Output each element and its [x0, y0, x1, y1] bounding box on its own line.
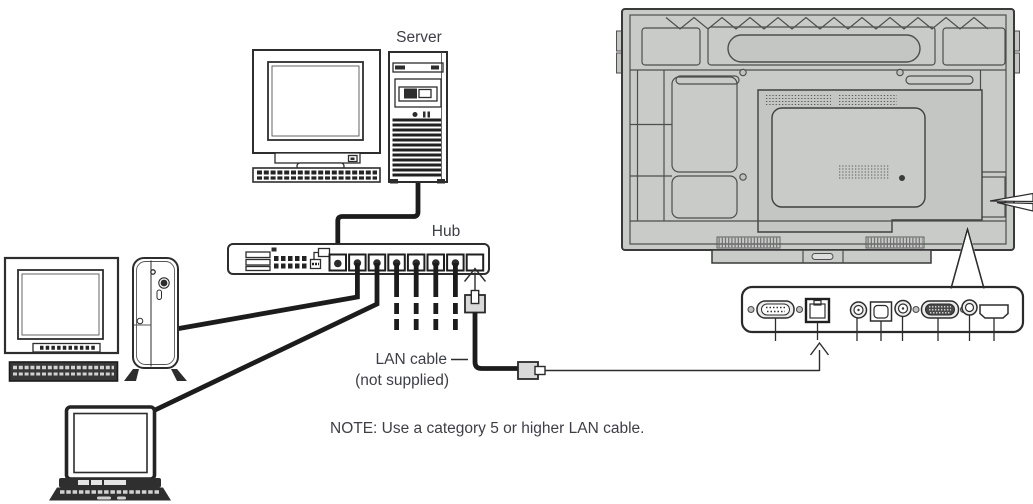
foot	[171, 369, 187, 381]
drive-slot	[392, 62, 444, 73]
power-button-icon	[412, 112, 418, 117]
server-tower-icon	[388, 51, 448, 184]
module-cover	[771, 107, 926, 208]
hub-cables	[151, 259, 460, 414]
keyboard-icon	[8, 361, 119, 382]
screw-icon	[899, 175, 905, 181]
power-button-icon	[158, 277, 170, 289]
rear-top-panels	[641, 26, 1006, 66]
screw-icon	[739, 68, 747, 77]
terminal-panel	[740, 226, 1025, 341]
audio-jack-icon	[894, 299, 912, 318]
monitor-buttons	[32, 342, 101, 353]
arrow-up-icon	[809, 341, 830, 356]
optical-port-icon	[869, 301, 893, 322]
stylus-pen-icon	[989, 192, 1033, 212]
arrow-up-icon	[463, 267, 487, 282]
screw-icon	[896, 68, 904, 77]
desktop-computer-left-icon	[3, 256, 120, 382]
connector-leader-lines	[774, 315, 995, 341]
lan-cable-cord	[472, 312, 518, 371]
cd-drive	[394, 78, 442, 108]
power-led-icon	[347, 154, 358, 163]
lan-cable-note-label: (not supplied)	[355, 372, 449, 389]
lan-cable-assembly	[463, 267, 820, 380]
slot	[811, 253, 834, 260]
hub-front-details	[245, 247, 331, 272]
vga-port-icon	[912, 300, 968, 319]
rs232-port-icon	[747, 300, 804, 319]
lan-port-arrow	[809, 341, 830, 371]
keyboard-icon	[252, 167, 381, 183]
lan-port-icon	[804, 297, 831, 324]
rj45-plug-front-icon	[464, 289, 486, 314]
uplink-icon	[309, 247, 331, 270]
hub-label: Hub	[432, 223, 460, 240]
rj45-plug-side-icon	[517, 361, 546, 380]
rear-center-module	[757, 89, 983, 233]
cable-hub-to-tower-pc	[175, 263, 360, 332]
hub-port-8	[465, 253, 485, 272]
audio-jack-icon	[961, 299, 978, 316]
cable-server-to-hub	[335, 183, 421, 264]
cable-hub-to-laptop	[151, 263, 380, 414]
laptop-icon	[49, 405, 171, 501]
hdmi-port-icon	[979, 304, 1009, 319]
footnote: NOTE: Use a category 5 or higher LAN cab…	[330, 420, 644, 437]
server-label: Server	[396, 29, 442, 46]
desktop-computer-top-icon	[252, 49, 381, 183]
display-rear-icon	[616, 8, 1020, 264]
vent-ribs	[392, 118, 441, 177]
handle-cutout	[727, 34, 921, 63]
audio-jack-icon	[849, 301, 868, 319]
rear-bottom	[630, 220, 1006, 264]
tower-pc-icon	[124, 257, 187, 381]
foot	[124, 369, 139, 381]
screw-icon	[739, 173, 747, 181]
lan-cable-label: LAN cable	[375, 351, 447, 368]
